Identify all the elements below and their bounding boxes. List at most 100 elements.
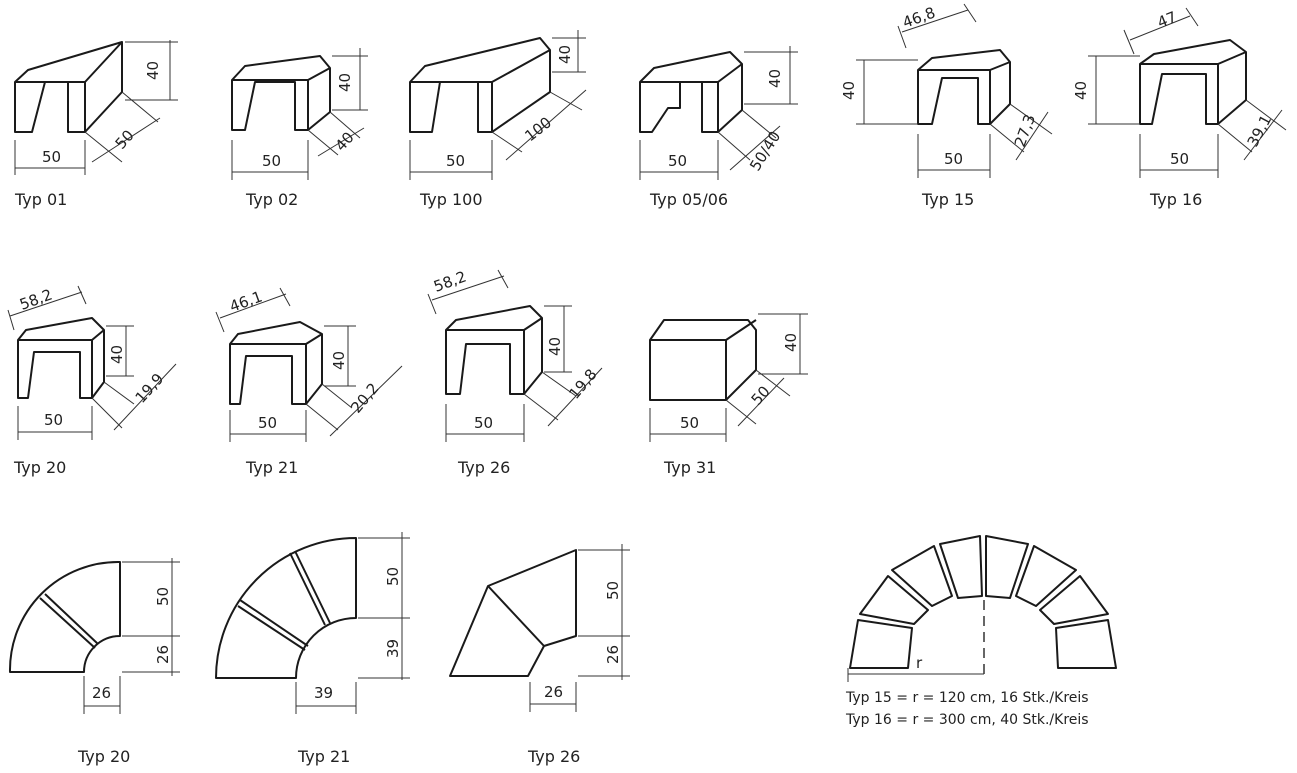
arch-segment-2 [859, 575, 929, 625]
plan-typ-20-joint [39, 593, 99, 649]
item-typ-16: 47 40 50 39,1 Typ 16 [1072, 7, 1287, 209]
block-typ-16-outline [1139, 39, 1247, 125]
block-typ-21-outline [229, 321, 323, 405]
dim-height-typ-05-06: 40 [766, 69, 784, 88]
dim-plan-typ-21-b: 39 [384, 639, 402, 658]
dim-lines-typ-02 [231, 48, 368, 180]
label-typ-16: Typ 16 [1149, 190, 1202, 209]
dim-height-typ-31: 40 [782, 333, 800, 352]
dim-depth-typ-21: 20,2 [347, 379, 382, 416]
dim-lines-plan-typ-20 [83, 558, 180, 714]
dim-width-typ-05-06: 50 [668, 152, 687, 170]
item-typ-05-06: 50 40 50/40 Typ 05/06 [639, 46, 798, 209]
dim-height-typ-16: 40 [1072, 81, 1090, 100]
dim-width-typ-26: 50 [474, 414, 493, 432]
dim-width-typ-21: 50 [258, 414, 277, 432]
dim-plan-typ-26-b: 26 [604, 645, 622, 664]
label-typ-20: Typ 20 [13, 458, 66, 477]
dim-lines-plan-typ-21 [295, 532, 410, 714]
plan-typ-26-joint [487, 585, 545, 647]
dim-width-typ-31: 50 [680, 414, 699, 432]
dim-height-typ-26: 40 [546, 337, 564, 356]
dim-height-typ-02: 40 [336, 73, 354, 92]
label-plan-typ-26: Typ 26 [527, 747, 580, 766]
item-typ-100: 50 40 100 Typ 100 [409, 30, 587, 209]
block-typ-20-outline [17, 317, 105, 399]
arch-segment-6 [1015, 545, 1077, 607]
dim-height-typ-01: 40 [144, 61, 162, 80]
dim-lines-plan-typ-26 [529, 544, 630, 712]
arch-segment-5 [985, 535, 1029, 599]
block-typ-01-outline [14, 41, 123, 133]
dim-lines-typ-26 [427, 269, 603, 442]
block-typ-02-outline [231, 55, 331, 131]
dim-plan-typ-20-b: 26 [154, 645, 172, 664]
arch-segment-3 [891, 545, 953, 607]
block-typ-100-outline [409, 37, 551, 133]
dim-plan-typ-21-a: 50 [384, 567, 402, 586]
dim-depth-typ-16: 39,1 [1244, 112, 1276, 150]
dim-depth-typ-20: 19,9 [132, 370, 168, 407]
dim-width-typ-01: 50 [42, 148, 61, 166]
dim-lines-typ-20 [7, 285, 177, 440]
dim-width-typ-15: 50 [944, 150, 963, 168]
plan-typ-21-outline [215, 537, 357, 679]
dim-depth-typ-100: 100 [521, 113, 555, 145]
label-plan-typ-20: Typ 20 [77, 747, 130, 766]
label-plan-typ-21: Typ 21 [297, 747, 350, 766]
dim-plan-typ-26-c: 26 [544, 683, 563, 701]
label-typ-15: Typ 15 [921, 190, 974, 209]
dim-plan-typ-20-a: 50 [154, 587, 172, 606]
item-typ-20: 58,2 40 50 19,9 Typ 20 [7, 285, 177, 477]
dim-lines-typ-05-06 [639, 46, 798, 180]
dim-plan-typ-21-c: 39 [314, 684, 333, 702]
dim-depth-typ-15: 27,3 [1011, 112, 1039, 150]
plan-typ-21: 50 39 39 Typ 21 [215, 532, 410, 766]
dim-width-typ-20: 50 [44, 411, 63, 429]
dim-lines-typ-01 [14, 40, 178, 175]
item-typ-01: 50 40 50 Typ 01 [14, 40, 178, 209]
dim-lines-typ-100 [409, 30, 587, 180]
dim-height-typ-20: 40 [108, 345, 126, 364]
label-typ-31: Typ 31 [663, 458, 716, 477]
dim-lines-typ-15 [856, 3, 1053, 178]
block-typ-15-outline [917, 49, 1011, 125]
label-typ-100: Typ 100 [419, 190, 483, 209]
dim-plan-typ-20-c: 26 [92, 684, 111, 702]
arch-segment-1 [849, 619, 913, 669]
item-typ-26: 58,2 40 50 19,8 Typ 26 [427, 267, 603, 477]
dim-width-typ-02: 50 [262, 152, 281, 170]
arch-segment-8 [1055, 619, 1117, 669]
item-typ-21: 46,1 40 50 20,2 Typ 21 [215, 287, 403, 477]
dim-depth-typ-01: 50 [112, 126, 138, 152]
label-typ-26: Typ 26 [457, 458, 510, 477]
arch-assembly: r Typ 15 = r = 120 cm, 16 Stk./Kreis Typ… [845, 535, 1117, 728]
label-typ-02: Typ 02 [245, 190, 298, 209]
dim-lines-typ-16 [1088, 7, 1287, 178]
block-typ-26-outline [445, 305, 543, 395]
plan-typ-26: 50 26 26 Typ 26 [449, 544, 630, 766]
arch-note-typ-16: Typ 16 = r = 300 cm, 40 Stk./Kreis [845, 712, 1089, 728]
label-typ-05-06: Typ 05/06 [649, 190, 728, 209]
dim-lines-typ-21 [215, 287, 403, 442]
item-typ-02: 50 40 40 Typ 02 [231, 48, 368, 209]
dim-width-typ-16: 50 [1170, 150, 1189, 168]
arch-radius-label: r [916, 654, 923, 672]
block-typ-31-outline [649, 319, 757, 401]
dim-top-typ-26: 58,2 [431, 267, 469, 295]
arch-segment-7 [1039, 575, 1109, 625]
label-typ-21: Typ 21 [245, 458, 298, 477]
dim-height-typ-15: 40 [840, 81, 858, 100]
plan-typ-21-joints [237, 550, 331, 651]
label-typ-01: Typ 01 [14, 190, 67, 209]
dim-height-typ-21: 40 [330, 351, 348, 370]
plan-typ-20-outline [8, 560, 121, 673]
dim-top-typ-21: 46,1 [227, 287, 265, 315]
arch-radius-line [847, 668, 984, 682]
item-typ-15: 46,8 40 50 27,3 Typ 15 [840, 3, 1053, 209]
dim-lines-typ-31 [649, 313, 808, 442]
dim-depth-typ-26: 19,8 [565, 365, 600, 402]
plan-typ-20: 50 26 26 Typ 20 [8, 558, 180, 766]
arch-segment-4 [939, 535, 983, 599]
